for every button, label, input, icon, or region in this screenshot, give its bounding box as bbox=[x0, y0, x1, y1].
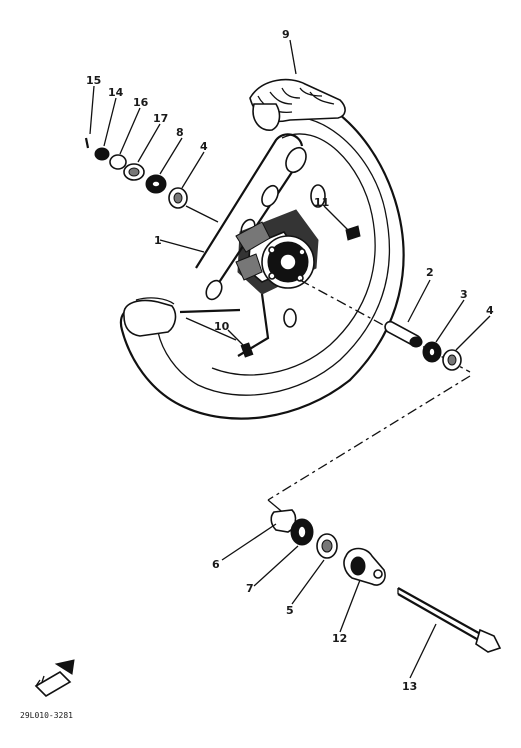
callout-1: 1 bbox=[154, 234, 162, 247]
callout-9: 9 bbox=[282, 28, 290, 41]
left-side-parts bbox=[84, 137, 219, 223]
callout-3: 3 bbox=[460, 288, 468, 301]
callout-7: 7 bbox=[246, 582, 254, 595]
callout-17: 17 bbox=[153, 112, 168, 125]
callout-4-left: 4 bbox=[200, 140, 208, 153]
callout-12: 12 bbox=[332, 632, 347, 645]
axle-center-line bbox=[267, 279, 471, 521]
callout-11: 11 bbox=[314, 196, 329, 209]
callout-10: 10 bbox=[214, 320, 230, 333]
callout-leaders bbox=[89, 39, 491, 679]
callout-6: 6 bbox=[212, 558, 220, 571]
drawing-code: 29L010-3281 bbox=[20, 711, 73, 720]
callout-8: 8 bbox=[176, 126, 184, 139]
callout-labels: 9 15 14 16 17 8 4 1 11 10 2 3 4 6 7 5 12… bbox=[86, 28, 494, 693]
tire bbox=[119, 78, 405, 420]
right-side-parts bbox=[384, 320, 462, 371]
callout-2: 2 bbox=[426, 266, 434, 279]
callout-16: 16 bbox=[133, 96, 149, 109]
bottom-parts bbox=[270, 509, 502, 653]
callout-13: 13 bbox=[402, 680, 417, 693]
callout-5: 5 bbox=[286, 604, 294, 617]
wheel-hub bbox=[179, 133, 361, 358]
front-direction-icon bbox=[34, 659, 75, 698]
callout-15: 15 bbox=[86, 74, 101, 87]
callout-4-right: 4 bbox=[486, 304, 494, 317]
callout-14: 14 bbox=[108, 86, 124, 99]
